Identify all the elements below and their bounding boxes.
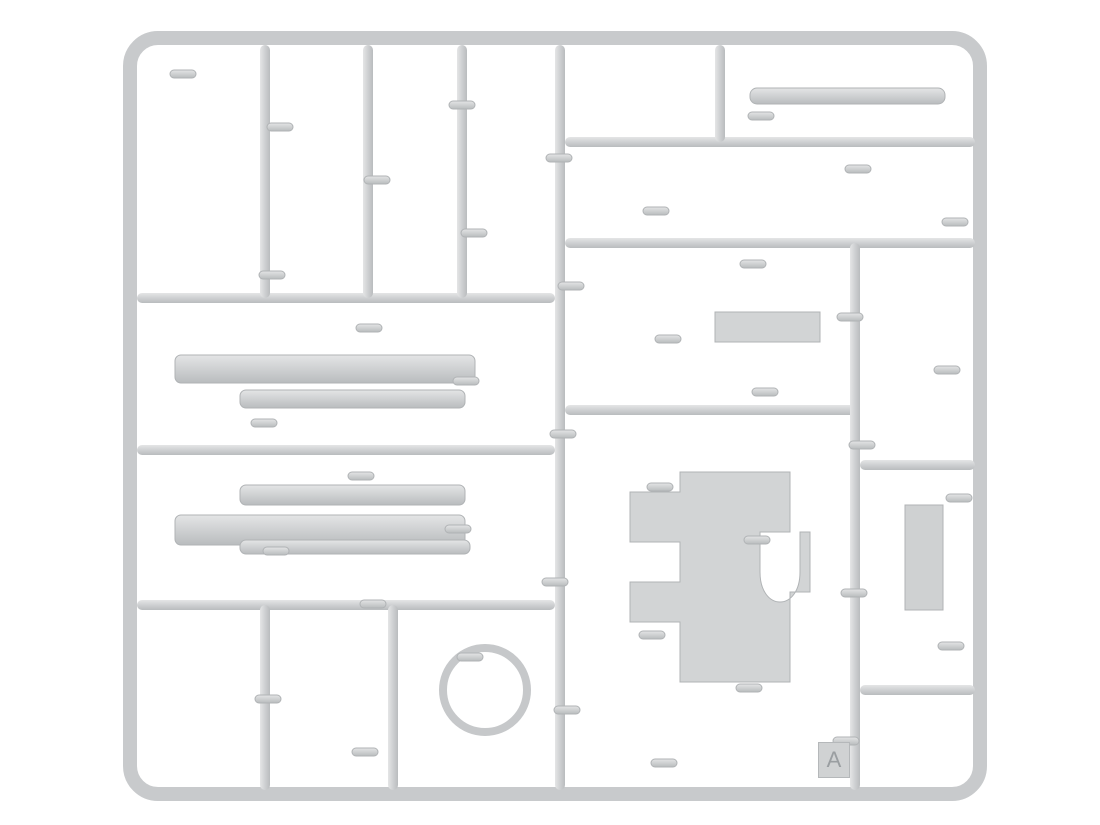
runner	[363, 45, 373, 298]
runners	[137, 45, 975, 790]
runner	[850, 243, 860, 790]
bracket-part	[714, 311, 821, 343]
small-part	[739, 259, 767, 269]
small-part	[844, 164, 872, 174]
parts	[169, 69, 973, 768]
small-part	[355, 323, 383, 333]
plate-part	[904, 504, 944, 611]
runner	[860, 685, 975, 695]
small-part	[941, 217, 969, 227]
small-part	[937, 641, 965, 651]
runner	[260, 45, 270, 298]
runner	[860, 460, 975, 470]
small-part	[448, 100, 476, 110]
small-part	[549, 429, 577, 439]
runner	[565, 238, 975, 248]
runner	[137, 293, 555, 303]
small-part	[557, 281, 585, 291]
small-part	[545, 153, 573, 163]
small-part	[751, 387, 779, 397]
small-part	[945, 493, 973, 503]
small-part	[836, 312, 864, 322]
small-part	[347, 471, 375, 481]
ring-part	[439, 644, 531, 736]
barrel-part	[239, 389, 466, 409]
runner	[137, 600, 555, 610]
small-part	[363, 175, 391, 185]
small-part	[743, 535, 771, 545]
small-part	[444, 524, 472, 534]
small-part	[266, 122, 294, 132]
small-part	[553, 705, 581, 715]
runner	[388, 605, 398, 790]
runner	[715, 45, 725, 142]
runner	[565, 405, 855, 415]
runner	[565, 137, 975, 147]
barrel-part	[239, 539, 471, 555]
plate-part	[629, 471, 811, 683]
small-part	[848, 440, 876, 450]
small-part	[646, 482, 674, 492]
barrel-part	[239, 484, 466, 506]
small-part	[359, 599, 387, 609]
small-part	[452, 376, 480, 386]
small-part	[642, 206, 670, 216]
outer-frame	[123, 31, 987, 801]
small-part	[747, 111, 775, 121]
sprue-label: A	[818, 742, 850, 778]
small-part	[254, 694, 282, 704]
small-part	[250, 418, 278, 428]
small-part	[650, 758, 678, 768]
runner	[555, 45, 565, 790]
small-part	[262, 546, 290, 556]
runner	[137, 445, 555, 455]
barrel-part	[174, 354, 476, 384]
small-part	[460, 228, 488, 238]
small-part	[933, 365, 961, 375]
small-part	[654, 334, 682, 344]
small-part	[840, 588, 868, 598]
small-part	[351, 747, 379, 757]
small-part	[638, 630, 666, 640]
runner	[457, 45, 467, 298]
small-part	[258, 270, 286, 280]
small-part	[735, 683, 763, 693]
barrel-part	[749, 87, 946, 105]
small-part	[169, 69, 197, 79]
small-part	[456, 652, 484, 662]
small-part	[541, 577, 569, 587]
